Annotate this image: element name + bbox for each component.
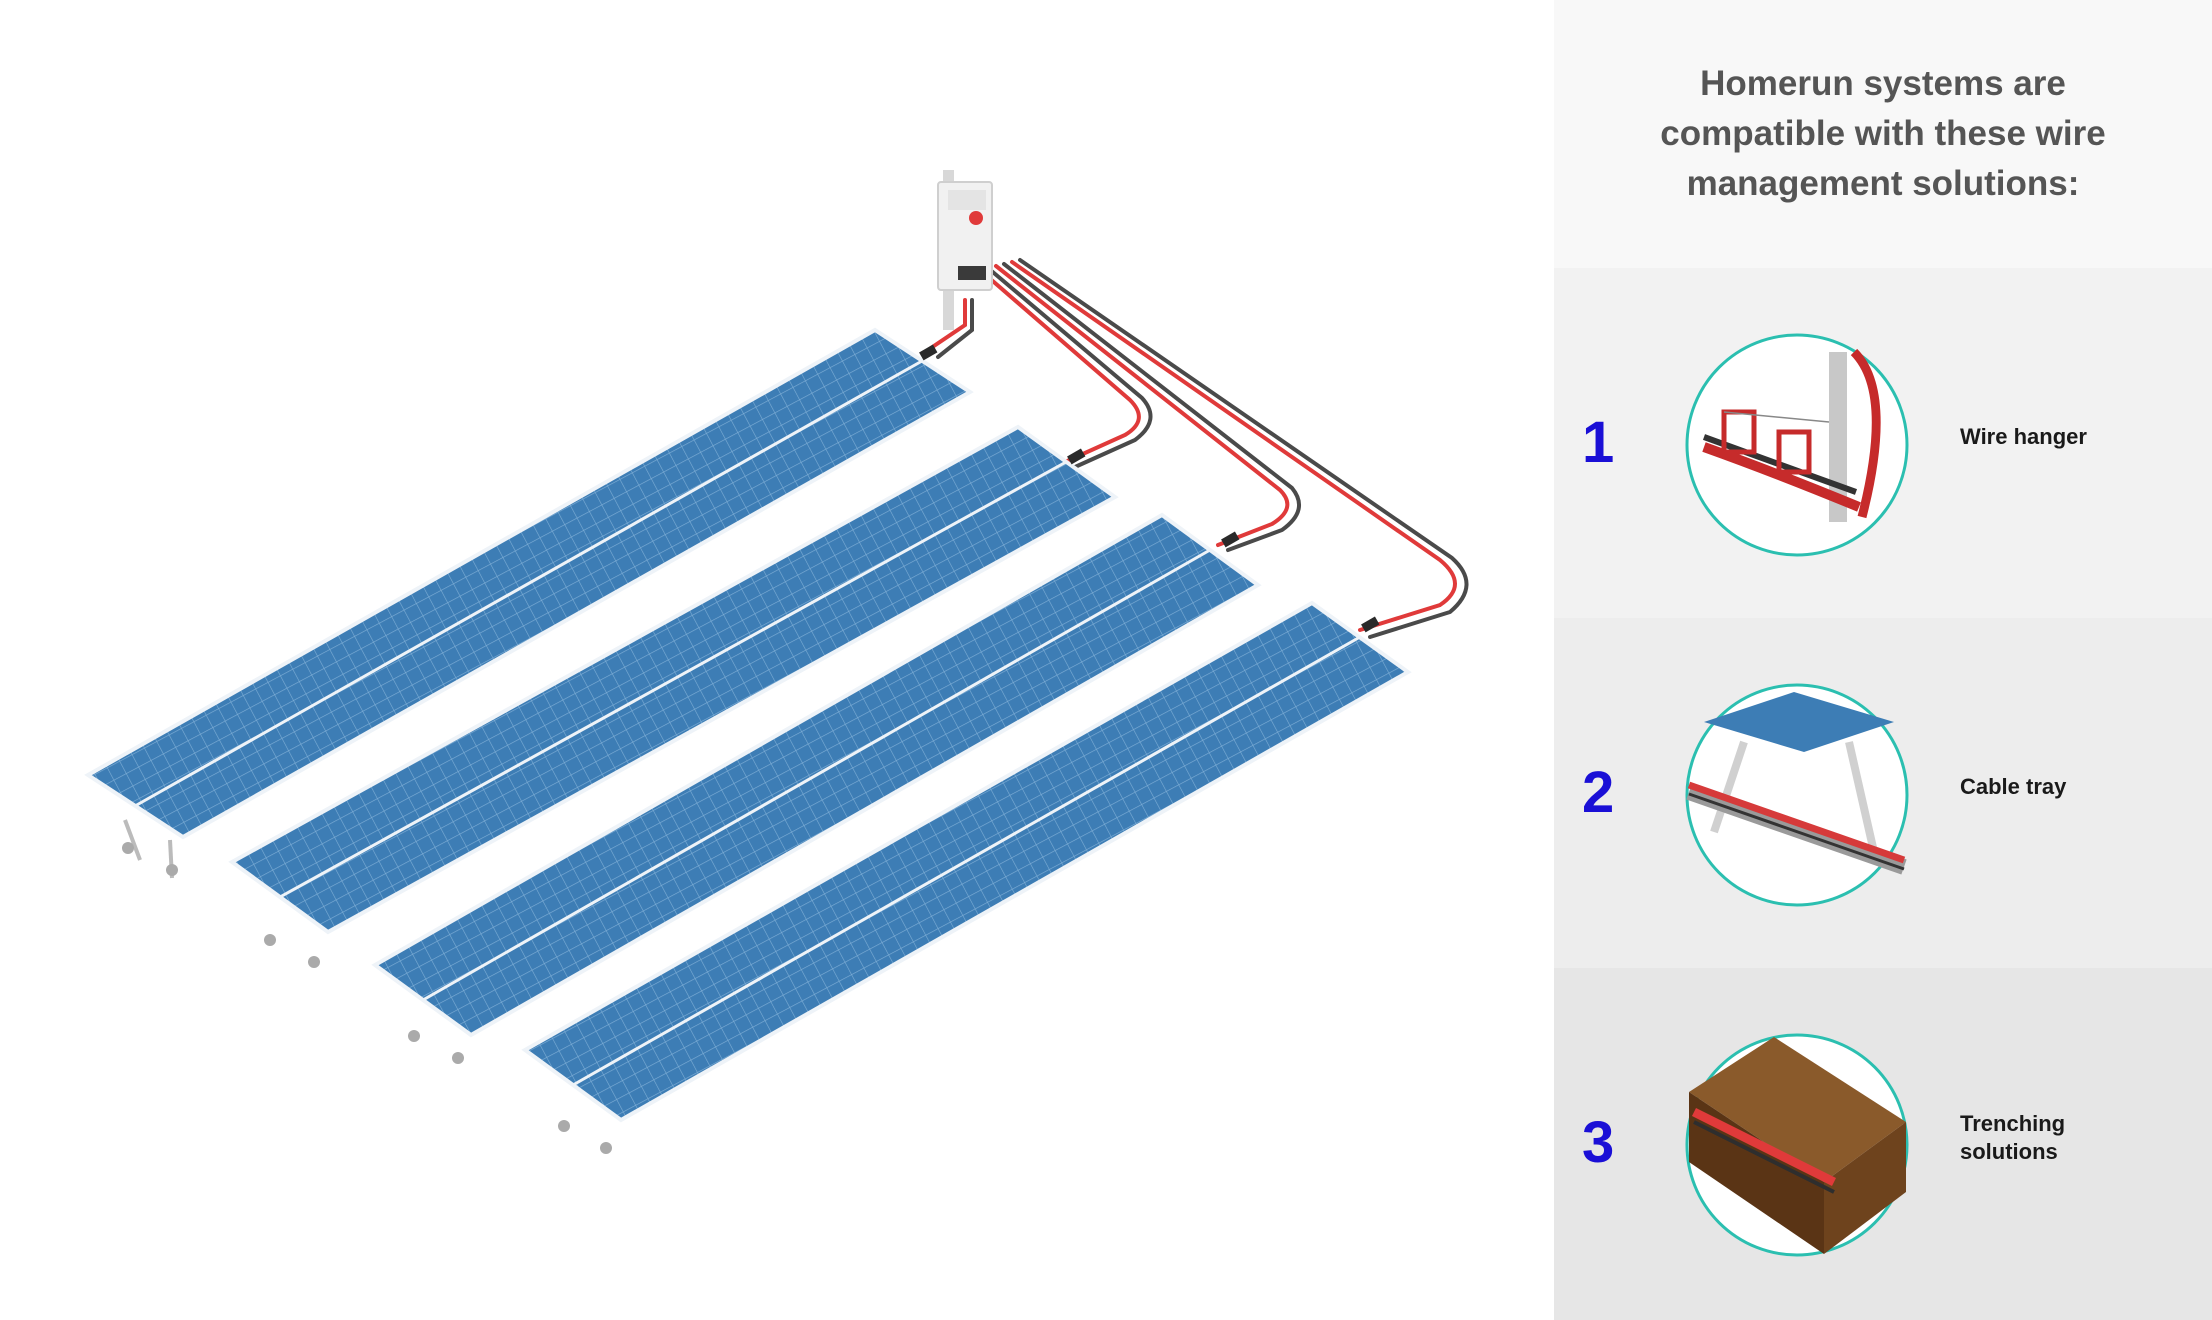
solution-row-2: 2 Cable tray	[1554, 618, 2212, 968]
panel-row-1	[84, 327, 974, 879]
panel-row-2	[228, 424, 1119, 968]
solar-array-illustration	[84, 170, 1469, 1154]
cable-tray-icon	[1685, 683, 1909, 907]
solution-number: 2	[1582, 760, 1615, 825]
solution-row-1: 1 Wire hanger	[1554, 268, 2212, 618]
solution-number: 1	[1582, 410, 1615, 475]
solution-number: 3	[1582, 1110, 1615, 1175]
wire-hanger-icon	[1685, 333, 1909, 557]
solution-row-3: 3 Trenching solutions	[1554, 968, 2212, 1320]
solutions-panel: Homerun systems are compatible with thes…	[1554, 0, 2212, 1320]
heading-block: Homerun systems are compatible with thes…	[1554, 0, 2212, 268]
solution-label: Cable tray	[1960, 774, 2067, 799]
trenching-icon	[1685, 1033, 1909, 1257]
cable-bundle	[923, 258, 1469, 639]
panel-row-4	[521, 600, 1412, 1154]
page-title: Homerun systems are compatible with thes…	[1660, 64, 2106, 203]
solution-label: Trenching solutions	[1960, 1111, 2066, 1164]
combiner-box	[937, 170, 993, 330]
connectors	[919, 344, 1380, 633]
panel-row-3	[371, 512, 1262, 1064]
solution-label: Wire hanger	[1960, 424, 2087, 449]
